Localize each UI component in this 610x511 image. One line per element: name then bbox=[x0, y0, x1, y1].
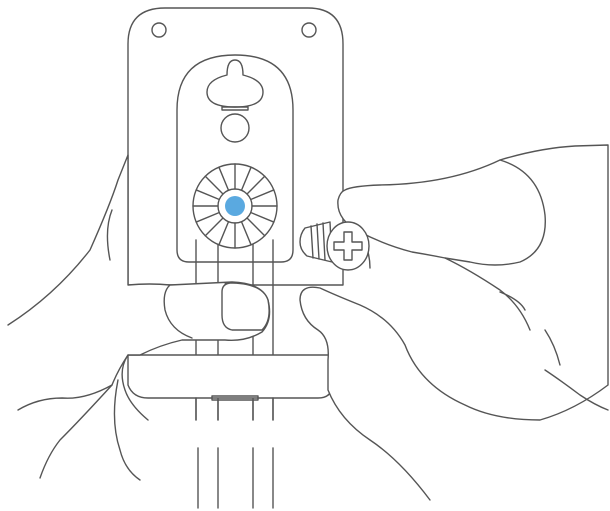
right-hand bbox=[300, 145, 608, 500]
device-base bbox=[128, 355, 332, 420]
cable-grommet bbox=[193, 164, 277, 248]
center-dot bbox=[225, 196, 245, 216]
